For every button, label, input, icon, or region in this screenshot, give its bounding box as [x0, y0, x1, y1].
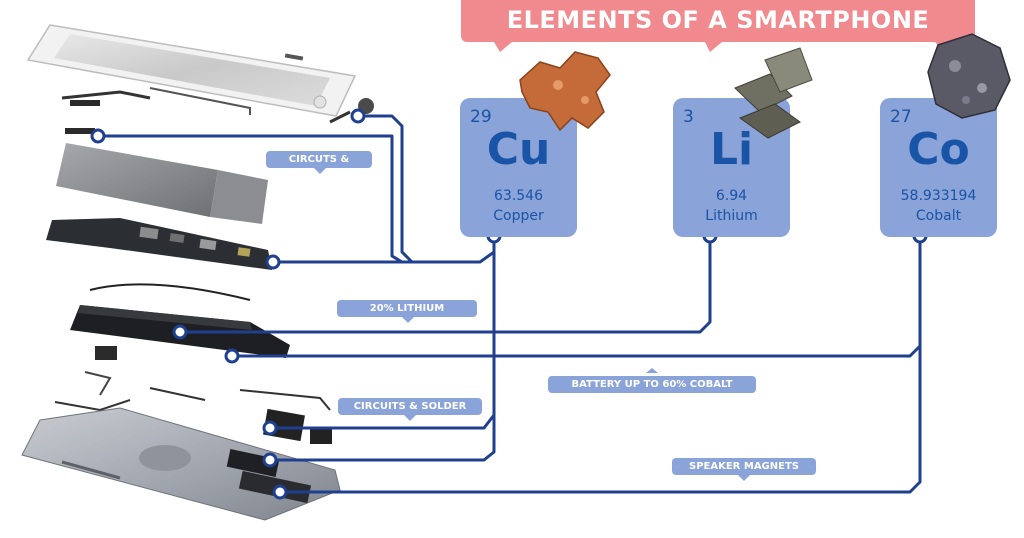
atomic-mass: 63.546	[494, 188, 543, 204]
mineral-samples	[519, 33, 1011, 139]
atomic-number: 27	[890, 107, 912, 127]
logic-board	[46, 218, 272, 270]
cobalt-ore-icon	[927, 33, 1011, 119]
display-assembly	[26, 24, 357, 117]
callout-cobalt: BATTERY UP TO 60% COBALT	[548, 376, 756, 393]
element-tile-cobalt: 27 Co 58.933194 Cobalt	[880, 98, 997, 237]
flex-cables-top	[61, 87, 374, 134]
dot-logic-board	[265, 254, 281, 270]
atomic-number: 3	[683, 107, 694, 127]
element-tile-lithium: 3 Li 6.94 Lithium	[673, 98, 790, 237]
dot-flex	[350, 108, 366, 124]
element-name: Lithium	[705, 208, 758, 224]
shield-plate	[56, 143, 268, 224]
dot-battery-lithium	[172, 324, 188, 340]
dot-circuits	[262, 420, 278, 436]
dot-housing	[262, 452, 278, 468]
element-symbol: Co	[907, 124, 970, 175]
callout-speaker: SPEAKER MAGNETS	[672, 458, 816, 475]
copper-nugget-icon	[519, 51, 611, 132]
connector-lines	[98, 114, 922, 494]
title: ELEMENTS OF A SMARTPHONE	[506, 6, 930, 34]
atomic-mass: 58.933194	[900, 188, 977, 204]
dot-shield	[90, 128, 106, 144]
element-name: Copper	[493, 208, 544, 224]
atomic-number: 29	[470, 107, 492, 127]
atomic-mass: 6.94	[715, 188, 748, 204]
element-symbol: Li	[709, 124, 754, 175]
lithium-slabs-icon	[734, 47, 813, 139]
element-name: Cobalt	[915, 208, 962, 224]
title-banner: ELEMENTS OF A SMARTPHONE	[461, 0, 975, 42]
dot-speaker	[272, 484, 288, 500]
element-symbol: Cu	[486, 124, 551, 175]
callout-circuits-bottom: CIRCUITS & SOLDER	[338, 398, 482, 415]
callout-lithium: 20% LITHIUM	[337, 300, 477, 317]
dot-battery-cobalt	[224, 348, 240, 364]
callout-circuits-top: CIRCUTS & SOLDER	[266, 151, 372, 182]
